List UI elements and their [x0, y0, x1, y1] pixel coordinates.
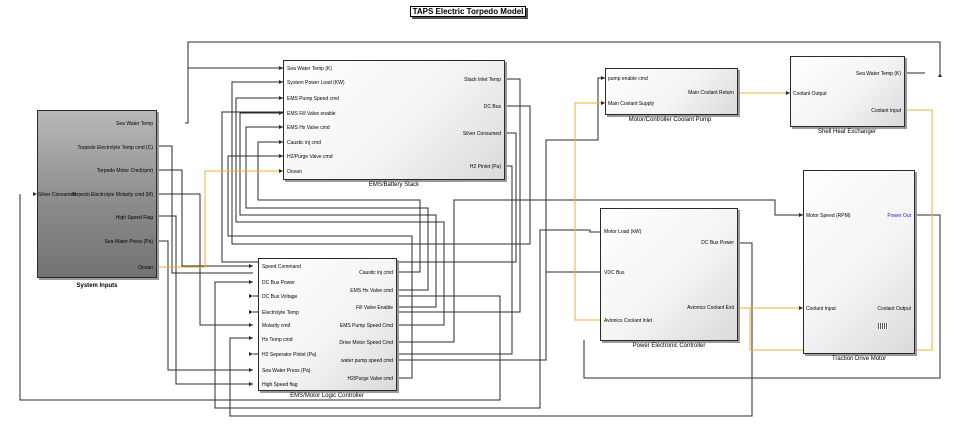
- port-system-power-load: System Power Load (KW): [287, 80, 345, 86]
- port-coolant-output-in: Coolant Output: [793, 91, 827, 97]
- port-speed-command: Speed Command: [262, 264, 301, 270]
- port-sea-water-press: Sea Water Press (Pa): [104, 239, 153, 245]
- port-main-coolant-return: Main Coolant Return: [688, 90, 734, 96]
- subsystem-badge-icon: [878, 323, 888, 329]
- port-electrolyte-temp: Electrolyte Temp: [262, 310, 299, 316]
- port-dc-bus: DC Bus: [483, 104, 501, 110]
- port-coolant-output-out: Coolant Output: [877, 306, 911, 312]
- port-sea-water-press-in: Sea Water Press (Pa): [262, 368, 311, 374]
- port-hx-temp-cmd: Hx Temp cmd: [262, 337, 293, 343]
- port-drive-motor-speed: Drive Motor Speed Cmd: [339, 340, 393, 346]
- port-h2-purge-valve-out: H2/Purge Valve cmd: [347, 376, 393, 382]
- port-silver-consumed: Silver Consumed: [38, 192, 77, 198]
- port-h2-purge-valve: H2/Purge Valve cmd: [287, 154, 333, 160]
- port-motor-speed-rpm: Motor Speed (RPM): [806, 213, 851, 219]
- port-avionics-coolant-exit: Avionics Coolant Exit: [687, 305, 734, 311]
- port-silver-consumed-out: Silver Consumed: [462, 131, 501, 137]
- traction-drive-motor-label: Traction Drive Motor: [831, 356, 887, 362]
- port-dc-bus-voltage: DC Bus Voltage: [262, 294, 298, 300]
- port-ocean: Ocean: [138, 265, 153, 271]
- port-h2-seperator-pinlet: H2 Seperator Pinlet (Pa): [262, 352, 317, 358]
- port-high-speed-flag: High Speed Flag: [115, 215, 153, 221]
- ems-battery-stack-block[interactable]: Sea Water Temp (K) System Power Load (KW…: [283, 60, 505, 180]
- port-sea-water-temp: Sea Water Temp: [116, 121, 153, 127]
- port-power-out: Power Out: [887, 213, 911, 219]
- port-pump-enable: pump enable cmd: [608, 76, 648, 82]
- port-motor-cmd: Torpedo Motor Cmd(rpm): [96, 168, 153, 174]
- port-ems-pump-speed: EMS Pump Speed cmd: [287, 96, 339, 102]
- port-ems-pump-speed-out: EMS Pump Speed Cmd: [339, 323, 393, 329]
- port-main-coolant-supply: Main Coolant Supply: [608, 101, 655, 107]
- power-electronic-controller-block[interactable]: Motor Load (kW) VDC Bus Avionics Coolant…: [600, 208, 738, 341]
- signal-wires: [19, 41, 941, 417]
- power-electronic-controller-label: Power Electronic Controller: [632, 343, 706, 349]
- port-vdc-bus: VDC Bus: [604, 270, 625, 276]
- port-dc-bus-power: DC Bus Power: [262, 280, 295, 286]
- port-electrolyte-temp-cmd: Torpedo Electrolyte Temp cmd (C): [77, 145, 154, 151]
- coolant-pump-block[interactable]: pump enable cmd Main Coolant Supply Main…: [605, 68, 738, 115]
- port-coolant-input-out: Coolant Input: [871, 108, 901, 114]
- port-arrows: [33, 66, 942, 386]
- port-sea-water-temp-out: Sea Water Temp (K): [855, 71, 901, 77]
- port-molarity-cmd-in: Molarity cmd: [262, 323, 291, 329]
- shell-heat-exchanger-block[interactable]: Sea Water Temp (K) Coolant Output Coolan…: [790, 56, 905, 127]
- port-avionics-coolant-inlet: Avionics Coolant Inlet: [604, 318, 652, 324]
- port-caustic-inj-out: Caustic inj cmd: [359, 270, 393, 276]
- port-fill-valve-enable: Fill Valve Enable: [356, 305, 393, 311]
- port-caustic-inj: Caustic inj cmd: [287, 140, 321, 146]
- model-title: TAPS Electric Torpedo Model: [410, 6, 526, 17]
- port-ocean-in: Ocean: [287, 169, 302, 175]
- system-inputs-block[interactable]: Sea Water Temp Torpedo Electrolyte Temp …: [37, 110, 157, 278]
- traction-drive-motor-block[interactable]: Motor Speed (RPM) Power Out Coolant Inpu…: [803, 170, 915, 354]
- shell-heat-exchanger-label: Shell Heat Exchanger: [817, 129, 877, 135]
- port-motor-load: Motor Load (kW): [604, 229, 642, 235]
- port-sea-water-temp-k: Sea Water Temp (K): [287, 66, 333, 72]
- port-ems-fill-valve: EMS Fill Valve enable: [287, 111, 336, 117]
- port-molarity-cmd: Torpedo Electrolyte Molarity cmd (M): [71, 192, 153, 198]
- port-h2-pinlet: H2 Pinlet (Pa): [469, 164, 501, 170]
- port-coolant-input-in: Coolant Input: [806, 306, 836, 312]
- ems-motor-logic-block[interactable]: Speed Command DC Bus Power DC Bus Voltag…: [258, 258, 397, 391]
- ems-battery-stack-label: EMS/Battery Stack: [368, 182, 420, 188]
- port-dc-bus-power-out: DC Bus Power: [701, 240, 734, 246]
- port-stack-inlet-temp: Stack Inlet Temp: [464, 77, 501, 83]
- system-inputs-label: System Inputs: [76, 283, 118, 289]
- ems-motor-logic-label: EMS/Motor Logic Controller: [290, 393, 364, 399]
- coolant-pump-label: Motor/Controller Coolant Pump: [628, 117, 712, 123]
- port-ems-hx-valve-out: EMS Hx Valve cmd: [350, 288, 393, 294]
- port-water-pump-speed: water pump speed cmd: [341, 358, 393, 364]
- port-ems-hx-valve: EMS Hx Valve cmd: [287, 125, 330, 131]
- port-high-speed-flag-in: High Speed flag: [262, 382, 298, 388]
